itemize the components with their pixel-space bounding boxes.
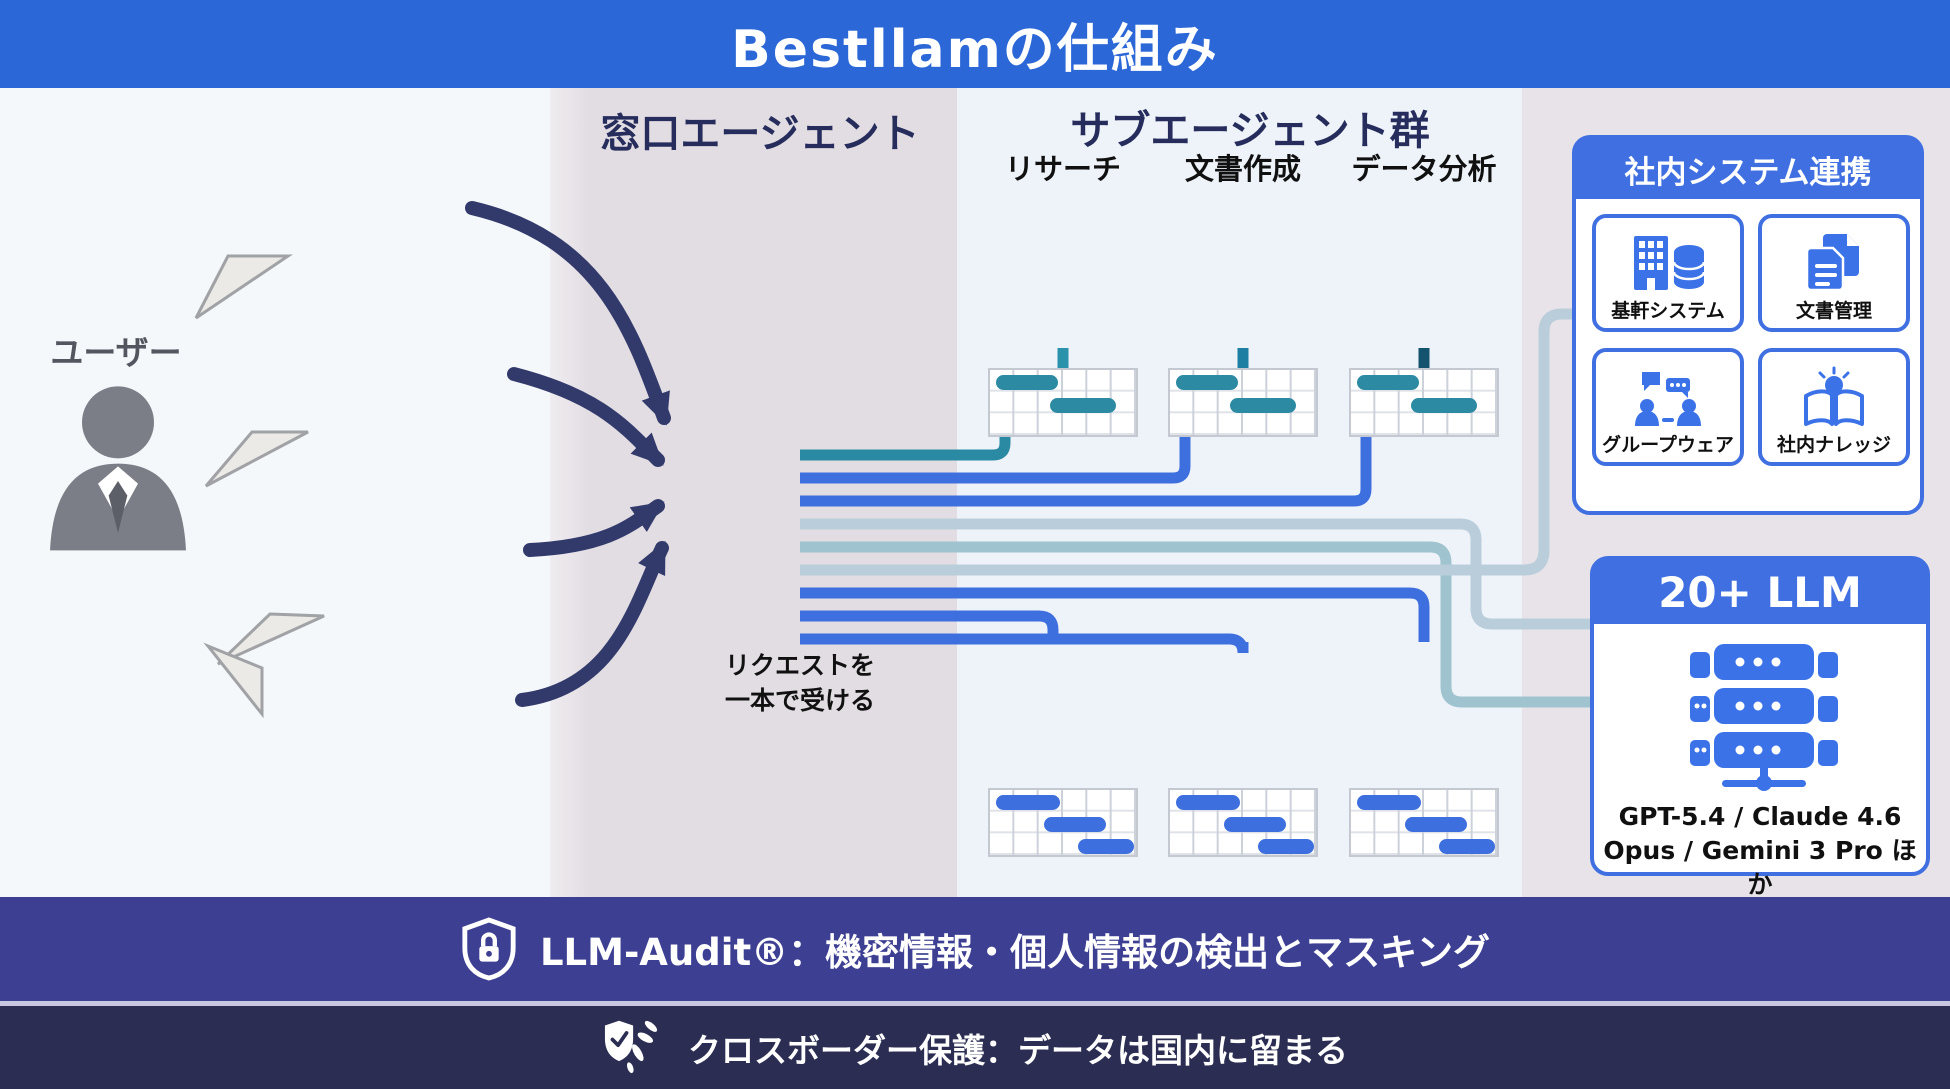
- internal-systems-title: 社内システム連携: [1576, 139, 1920, 199]
- wire-mail: [800, 610, 1059, 642]
- knowledge-gantt: [1168, 788, 1318, 857]
- band-subagents: [957, 88, 1522, 897]
- system-card-knowledge: 社内ナレッジ: [1758, 348, 1910, 466]
- band-gateway: [550, 88, 957, 897]
- system-card-groupware: グループウェア: [1592, 348, 1744, 466]
- crossborder-text: クロスボーダー保護：データは国内に留まる: [688, 1030, 1348, 1070]
- mail-gantt: [988, 788, 1138, 857]
- analysis-gantt: [1349, 368, 1499, 437]
- subagent-label-analysis: データ分析: [1351, 152, 1497, 186]
- llm-models: GPT-5.4 / Claude 4.6 Opus / Gemini 3 Pro…: [1603, 802, 1917, 899]
- wire-research: [800, 436, 1011, 461]
- audit-bar: LLM-Audit®：機密情報・個人情報の検出とマスキング: [0, 897, 1950, 1001]
- docs-gantt: [1168, 368, 1318, 437]
- system-card-docs: 文書管理: [1758, 214, 1910, 332]
- arrow-request-1: [465, 201, 671, 426]
- gateway-section-title: 窓口エージェント: [600, 111, 920, 157]
- user-icon: [50, 386, 186, 551]
- wire-schedule: [800, 587, 1430, 642]
- subagent-label-research: リサーチ: [1004, 152, 1121, 186]
- arrow-request-4: [515, 540, 669, 707]
- research-gantt: [988, 368, 1138, 437]
- knowledge-book-icon: [1804, 366, 1864, 426]
- llm-box: 20+ LLM: [1590, 556, 1930, 899]
- llm-title: 20+ LLM: [1594, 560, 1926, 624]
- page-title: Bestllamの仕組み: [731, 19, 1219, 80]
- system-card-core: 基軒システム: [1592, 214, 1744, 332]
- building-database-icon: [1634, 236, 1706, 290]
- shield-japan-icon: [604, 1020, 658, 1073]
- documents-icon: [1805, 234, 1859, 292]
- audit-text: LLM-Audit®：機密情報・個人情報の検出とマスキング: [539, 931, 1491, 974]
- subagent-label-docs: 文書作成: [1184, 152, 1301, 186]
- wire-docs: [800, 436, 1191, 484]
- subagents-section-title: サブエージェント群: [1070, 108, 1430, 154]
- user-label: ユーザー: [50, 333, 182, 372]
- wire-to-systems: [800, 308, 1580, 576]
- shield-lock-icon: [462, 917, 516, 981]
- wire-analysis: [800, 436, 1372, 507]
- server-stack-icon: [1690, 644, 1838, 791]
- wire-to-llm-2: [800, 541, 1596, 708]
- groupware-icon: [1635, 372, 1701, 426]
- crossborder-bar: クロスボーダー保護：データは国内に留まる: [0, 1001, 1950, 1089]
- schedule-gantt: [1349, 788, 1499, 857]
- header-bar: Bestllamの仕組み: [0, 0, 1950, 88]
- gateway-caption: リクエストを 一本で受ける: [724, 651, 875, 715]
- wire-knowledge: [800, 633, 1249, 654]
- arrow-request-2: [507, 367, 665, 467]
- arrow-request-3: [523, 499, 665, 557]
- request-arrows: [465, 201, 671, 707]
- bubble-tails: [194, 254, 325, 719]
